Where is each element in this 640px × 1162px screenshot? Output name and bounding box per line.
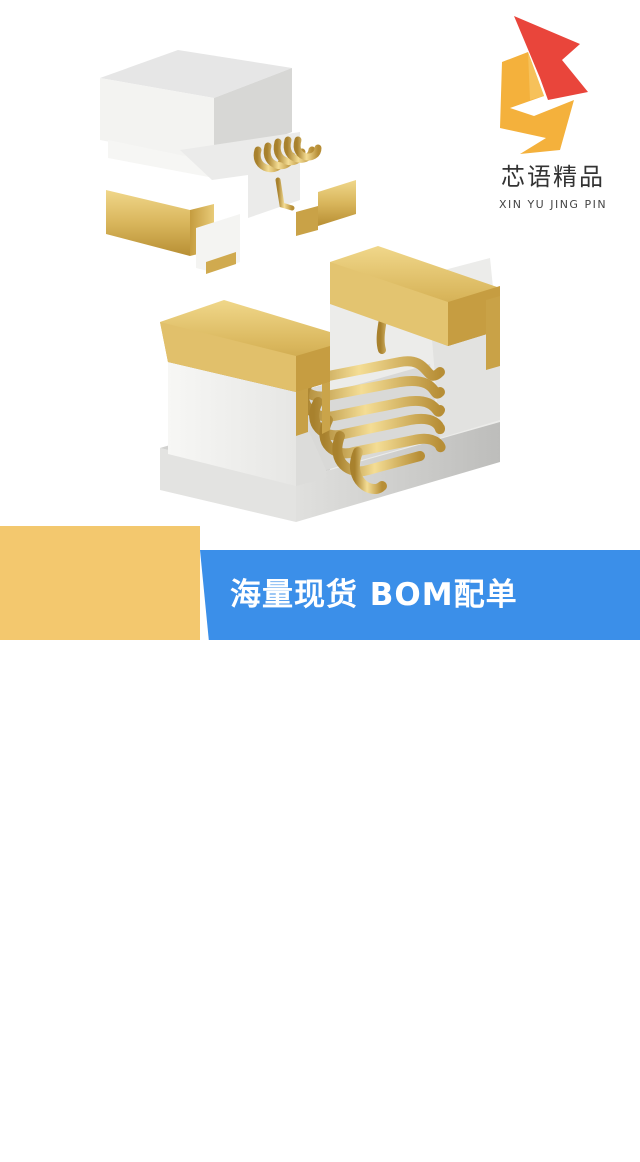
badge-line-1: 品 质 [42, 1064, 162, 1108]
lower-inductor [160, 246, 500, 522]
promo-banner-text: 海量现货 BOM配单 [230, 577, 518, 613]
brand-name-chinese: 芯语精品 [501, 163, 605, 191]
upper-coil [253, 136, 322, 211]
quality-badge-text: 品 质 优 选 [0, 526, 200, 1160]
upper-inductor [100, 50, 356, 274]
badge-line-2: 优 选 [42, 1116, 162, 1160]
promo-banner [200, 550, 640, 640]
promo-banner-text-layer: 海量现货 BOM配单 [200, 550, 640, 640]
inductor-product-illustration [100, 16, 588, 522]
quality-badge [0, 526, 200, 640]
brand-logo-mark [500, 16, 588, 154]
brand-name-english: XIN YU JING PIN [498, 198, 608, 211]
